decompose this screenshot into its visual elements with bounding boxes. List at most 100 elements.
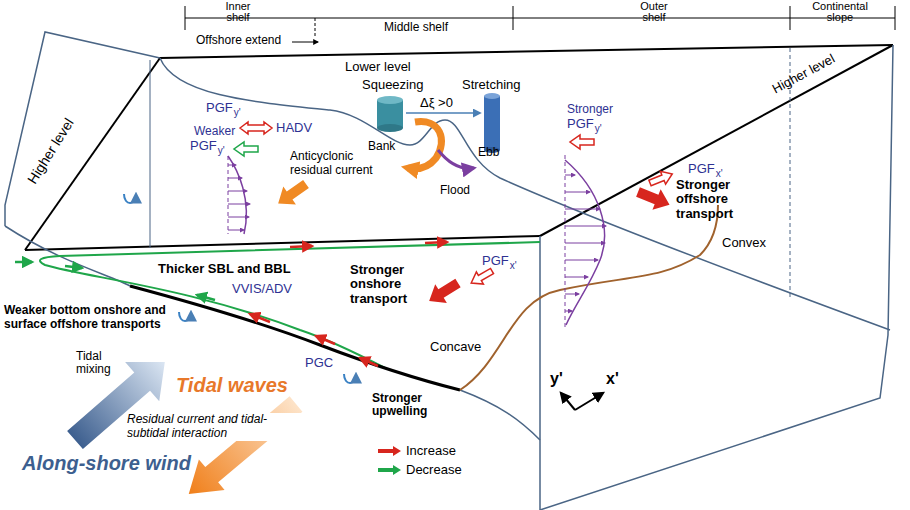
diagram-label: PGF: [190, 139, 217, 154]
path-shape: [438, 150, 474, 168]
line-shape: [790, 6, 791, 30]
path-shape: [460, 205, 718, 390]
diagram-label: Weaker: [194, 125, 235, 139]
diagram-label: Residual current and tidal-subtidal inte…: [125, 413, 304, 441]
line-shape: [513, 6, 514, 30]
bank-vortex: [377, 93, 500, 169]
line-shape: [228, 165, 236, 166]
diagram-label: Higher level: [770, 52, 838, 97]
line-shape: [15, 261, 32, 264]
diagram-label: Weaker bottom onshore and surface offsho…: [4, 304, 172, 332]
diagram-label: Bank: [368, 140, 395, 154]
diagram-label: Tidal waves: [176, 374, 288, 397]
line-shape: [228, 230, 244, 231]
diagram-label: Ebb: [478, 146, 499, 160]
polygon-shape: [58, 342, 182, 459]
diagram-label: Thicker SBL and BBL: [158, 262, 291, 277]
velocity-profiles: [228, 155, 606, 330]
diagram-label: VVIS/ADV: [232, 282, 292, 297]
shelf-ruler: [185, 6, 895, 42]
line-shape: [228, 204, 250, 205]
line-shape: [540, 45, 893, 236]
line-shape: [425, 242, 447, 243]
line-shape: [228, 156, 229, 234]
line-shape: [250, 314, 270, 322]
diagram-label: Middle shelf: [384, 21, 448, 35]
ellipse-shape: [484, 93, 500, 99]
diagram-label: HADV: [276, 121, 312, 136]
path-shape: [540, 45, 893, 510]
polygon-shape: [647, 168, 674, 190]
diagram-label: Concave: [430, 340, 481, 355]
polygon-shape: [634, 182, 674, 215]
block-frame: [5, 32, 893, 510]
line-shape: [65, 266, 82, 268]
line-shape: [565, 175, 575, 176]
diagram-label: PGF: [482, 254, 509, 269]
diagram-label: Stronger onshore transport: [350, 263, 422, 306]
diagram-label: Flood: [440, 184, 470, 198]
diagram-label: Along-shore wind: [22, 452, 191, 475]
diagram-label: PGF: [688, 162, 715, 177]
polygon-shape: [423, 274, 463, 311]
axes: [561, 393, 603, 410]
line-shape: [25, 236, 540, 250]
diagram-label: Offshore extend: [196, 34, 281, 48]
polygon-shape: [570, 135, 594, 149]
line-shape: [565, 209, 600, 210]
line-shape: [292, 42, 318, 43]
forcing-arrows: [58, 342, 309, 509]
diagram-label: y': [550, 370, 563, 388]
diagram-label: Anticyclonic residual current: [290, 150, 390, 178]
legend-text: Increase: [406, 443, 456, 458]
diagram-label: Stronger: [567, 103, 613, 117]
line-shape: [406, 112, 480, 114]
path-shape: [344, 374, 356, 383]
diagram-label: Lower level: [345, 60, 411, 75]
path-shape: [160, 58, 890, 330]
line-shape: [315, 18, 316, 38]
line-shape: [539, 236, 541, 510]
legend-arrow-shape: [378, 446, 401, 456]
diagram-label: PGF: [567, 117, 594, 132]
line-shape: [185, 18, 895, 19]
diagram-label: Stretching: [462, 78, 521, 93]
legend-row: Increase: [378, 443, 456, 458]
diagram-label: Outer shelf: [632, 1, 676, 23]
rect-shape: [484, 96, 500, 150]
legend-arrow-shape: [378, 465, 401, 475]
line-shape: [316, 336, 335, 344]
diagram-label: Tidal mixing: [76, 350, 124, 376]
subscript-label: y': [218, 145, 225, 157]
polygon-shape: [240, 122, 272, 134]
legend-text: Decrease: [406, 462, 462, 477]
legend-row: Decrease: [378, 462, 462, 477]
ellipse-shape: [377, 96, 403, 104]
line-shape: [197, 295, 215, 300]
line-shape: [565, 226, 606, 227]
diagram-label: PGC: [305, 356, 333, 371]
path-shape: [5, 32, 160, 226]
polygon-shape: [234, 142, 258, 156]
polygon-shape: [272, 175, 312, 213]
path-shape: [460, 390, 540, 440]
line-shape: [25, 58, 160, 250]
ellipse-shape: [377, 124, 403, 132]
subscript-label: y': [595, 123, 602, 135]
line-shape: [565, 294, 579, 295]
diagram-label: Continental slope: [798, 1, 882, 23]
diagram-label: PGF: [206, 101, 233, 116]
line-shape: [150, 60, 151, 248]
polygon-shape: [176, 389, 309, 510]
line-shape: [575, 393, 603, 410]
tidal-mixing-eddies: [124, 194, 356, 383]
rect-shape: [377, 100, 403, 128]
line-shape: [565, 243, 605, 244]
line-shape: [185, 6, 186, 30]
path-shape: [565, 160, 605, 325]
path-shape: [179, 312, 191, 321]
line-shape: [561, 393, 575, 410]
legend-arrow: [378, 465, 402, 475]
